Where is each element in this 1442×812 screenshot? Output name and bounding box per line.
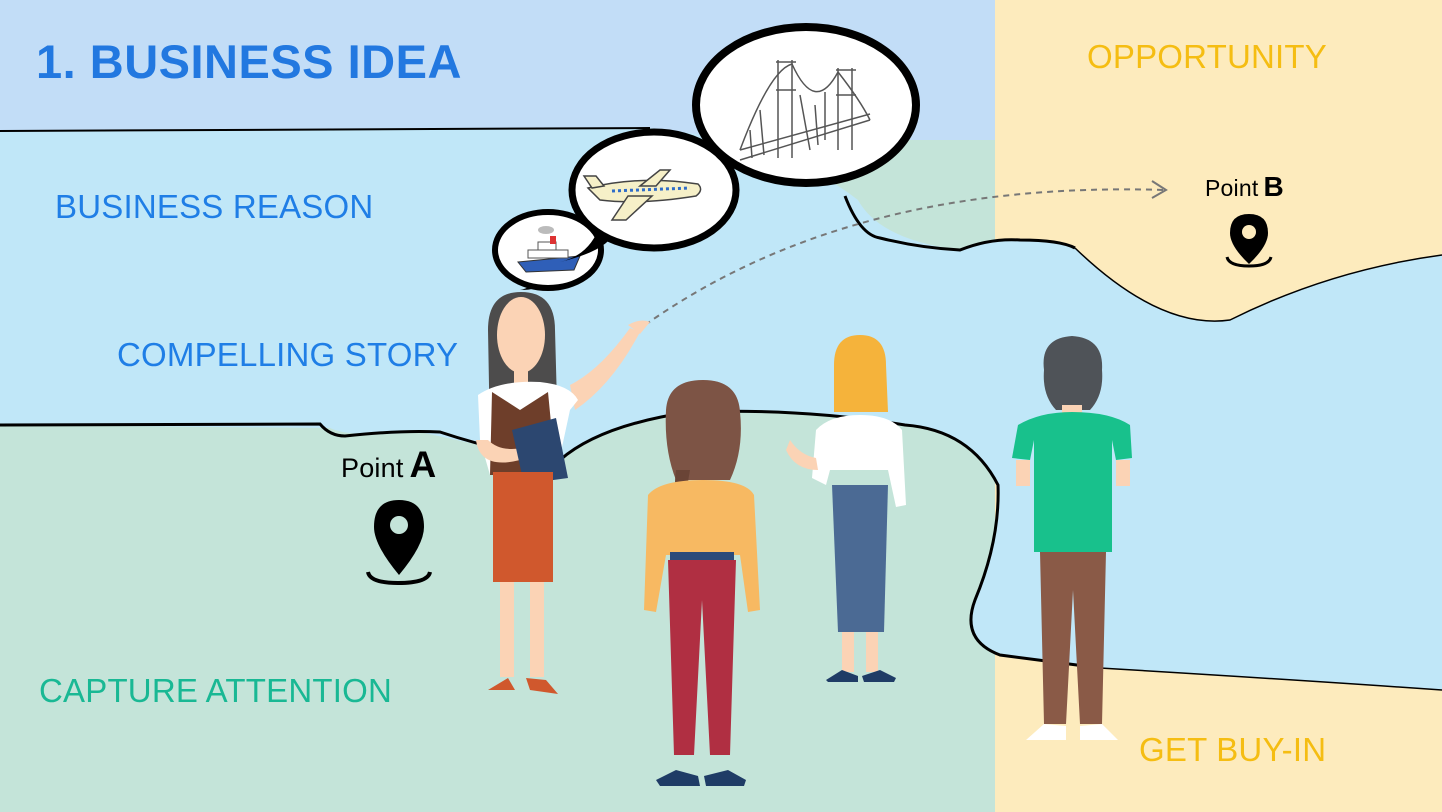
ship-icon	[517, 226, 581, 273]
label-compelling-story: COMPELLING STORY	[117, 336, 459, 373]
point-b-letter: B	[1263, 171, 1284, 202]
page-title: 1. BUSINESS IDEA	[36, 35, 462, 88]
point-b-word: Point	[1205, 175, 1259, 201]
point-a-letter: A	[409, 444, 437, 485]
label-capture-attention: CAPTURE ATTENTION	[39, 672, 392, 709]
thought-bubble-ship	[492, 209, 604, 291]
listener-man-figure	[1012, 336, 1132, 740]
label-business-reason: BUSINESS REASON	[55, 188, 374, 225]
label-opportunity: OPPORTUNITY	[1087, 38, 1327, 75]
coastline-right	[1099, 667, 1442, 691]
listener-blonde-figure	[786, 335, 906, 682]
airplane-icon	[582, 169, 702, 221]
point-b-pin-icon	[1225, 214, 1273, 268]
trajectory-arrowhead	[1151, 180, 1168, 199]
listener-braid-figure	[644, 380, 760, 786]
presenter-figure	[476, 292, 650, 694]
point-a-pin-icon	[366, 500, 432, 586]
point-a-word: Point	[341, 453, 404, 483]
coastline-opportunity	[1074, 247, 1442, 322]
label-get-buy-in: GET BUY-IN	[1139, 731, 1327, 768]
thought-bubble-bridge	[692, 23, 920, 187]
thought-bubble-airplane	[560, 128, 740, 262]
bridge-icon	[739, 60, 871, 161]
trajectory-arrow	[644, 188, 1166, 326]
coastline-top	[0, 127, 651, 132]
coastline-ridge	[843, 195, 1076, 252]
